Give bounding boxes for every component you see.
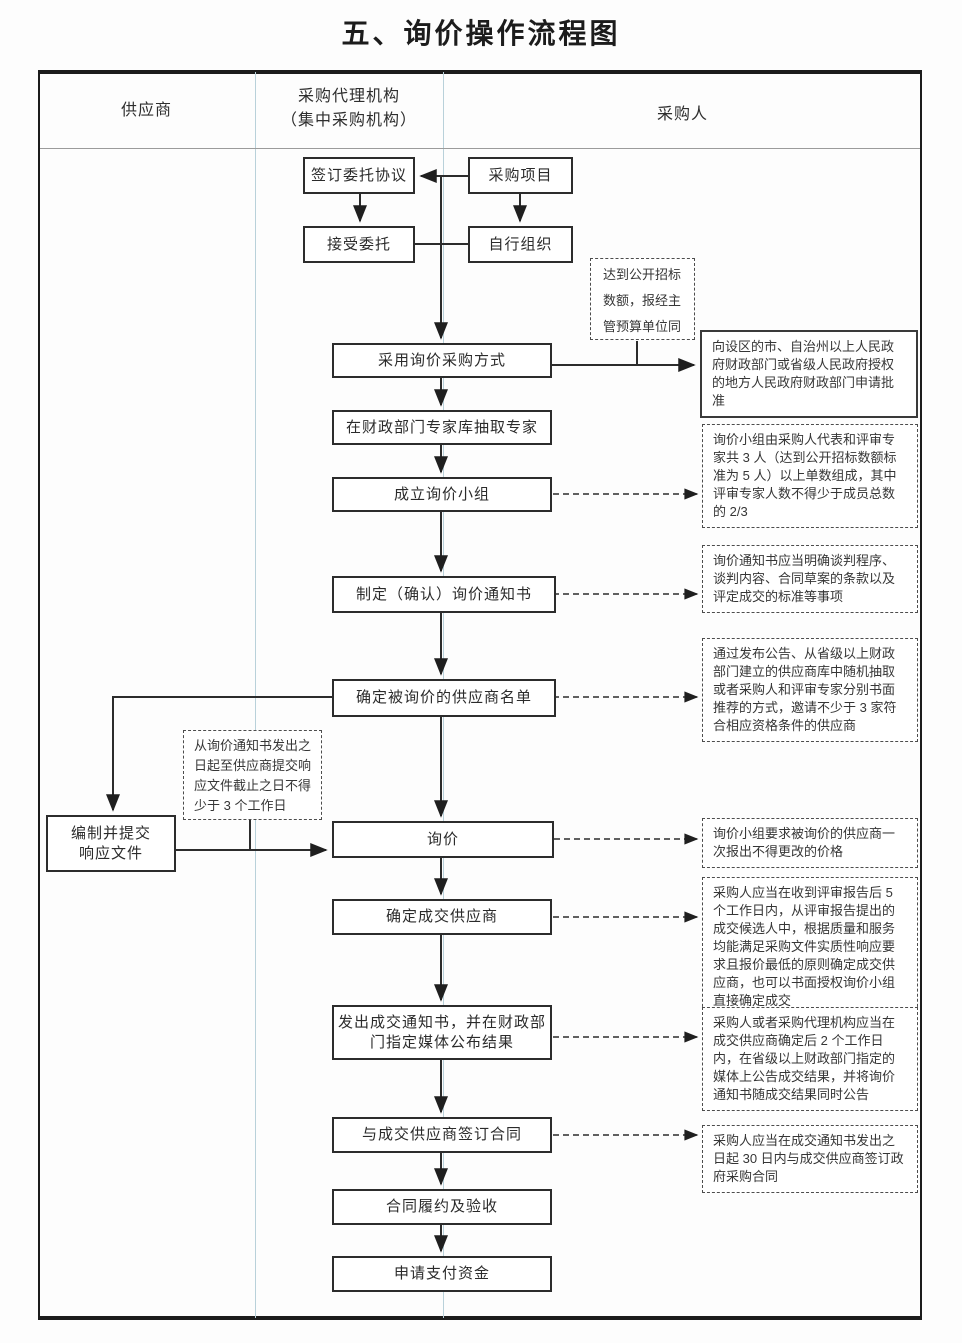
- node-prepare-response-line1: 编制并提交: [70, 824, 151, 842]
- lane-header-agency-line2: （集中采购机构）: [280, 112, 417, 129]
- page-title: 五、询价操作流程图: [341, 19, 621, 50]
- node-inquiry: 询价: [332, 821, 554, 858]
- node-supplier-list: 确定被询价的供应商名单: [332, 679, 556, 717]
- note-invite-suppliers: 通过发布公告、从省级以上财政部门建立的供应商库中随机抽取或者采购人和评审专家分别…: [702, 638, 918, 742]
- note-approval: 向设区的市、自治州以上人民政府财政部门或省级人民政府授权的地方人民政府财政部门申…: [700, 330, 918, 418]
- node-determine-winner: 确定成交供应商: [332, 899, 552, 935]
- note-group-composition: 询价小组由采购人代表和评审专家共 3 人（达到公开招标数额标准为 5 人）以上单…: [702, 424, 918, 528]
- node-prepare-response-line2: 响应文件: [78, 844, 143, 862]
- node-form-group: 成立询价小组: [332, 477, 552, 512]
- lane-header-purchaser: 采购人: [656, 106, 708, 123]
- node-self-organize: 自行组织: [468, 226, 573, 263]
- note-notice-content: 询价通知书应当明确谈判程序、谈判内容、合同草案的条款以及评定成交的标准等事项: [702, 545, 918, 613]
- node-adopt-inquiry: 采用询价采购方式: [332, 343, 552, 378]
- node-make-notice: 制定（确认）询价通知书: [332, 576, 556, 613]
- note-one-quote: 询价小组要求被询价的供应商一次报出不得更改的价格: [702, 818, 918, 868]
- note-min-days: 从询价通知书发出之日起至供应商提交响应文件截止之日不得少于 3 个工作日: [183, 730, 322, 820]
- node-sign-agreement: 签订委托协议: [303, 157, 415, 194]
- lane-divider-left: [255, 72, 256, 1318]
- note-threshold: 达到公开招标数额，报经主管预算单位同: [590, 258, 695, 340]
- note-contract-30days: 采购人应当在成交通知书发出之日起 30 日内与成交供应商签订政府采购合同: [702, 1125, 918, 1193]
- diagram-frame: [38, 70, 922, 1320]
- node-payment: 申请支付资金: [332, 1256, 552, 1292]
- header-separator: [40, 148, 920, 149]
- note-announce-result: 采购人或者采购代理机构应当在成交供应商确定后 2 个工作日内，在省级以上财政部门…: [702, 1007, 918, 1111]
- arrow-list-to-prepare-response: [106, 696, 332, 812]
- lane-header-agency: 采购代理机构 （集中采购机构）: [255, 85, 443, 133]
- node-procurement-project: 采购项目: [468, 157, 573, 194]
- node-issue-notice: 发出成交通知书，并在财政部门指定媒体公布结果: [332, 1005, 552, 1060]
- node-accept-entrustment: 接受委托: [303, 226, 415, 263]
- node-prepare-response: 编制并提交 响应文件: [46, 815, 176, 872]
- node-sign-contract: 与成交供应商签订合同: [332, 1117, 552, 1153]
- lane-header-agency-line1: 采购代理机构: [297, 88, 400, 105]
- node-performance: 合同履约及验收: [332, 1189, 552, 1225]
- lane-header-supplier: 供应商: [120, 102, 172, 119]
- node-extract-experts: 在财政部门专家库抽取专家: [332, 410, 552, 445]
- note-winner-determination: 采购人应当在收到评审报告后 5 个工作日内，从评审报告提出的成交候选人中，根据质…: [702, 877, 918, 1017]
